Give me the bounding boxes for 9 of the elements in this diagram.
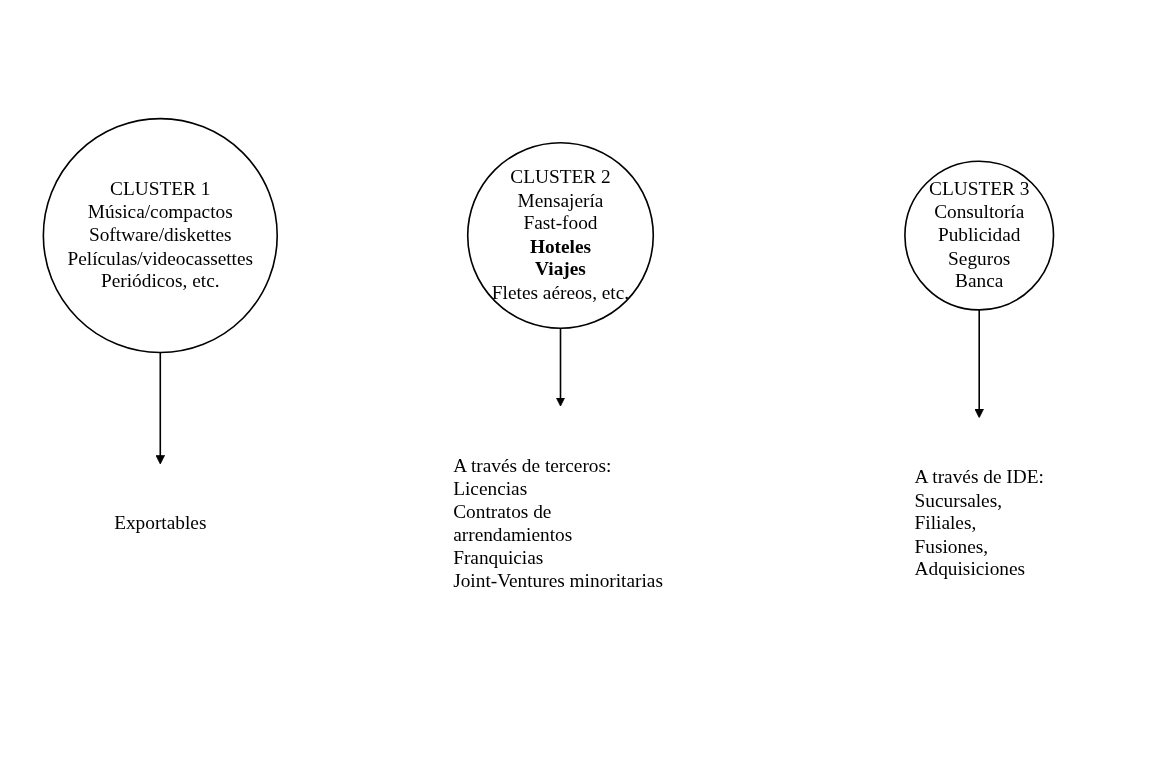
node-circle: CLUSTER 1 Música/compactos Software/diskettes Películas/videocassettes Periódicos, etc. <box>42 118 278 354</box>
arrow <box>974 309 984 419</box>
arrow <box>555 327 565 407</box>
node-text: A través de IDE: Sucursales, Filiales, Fusiones, Adquisiciones <box>914 466 1044 581</box>
node-text: A través de terceros: Licencias Contratos de arrendamientos Franquicias Joint-Ventures minoritarias <box>452 454 663 593</box>
node-circle: CLUSTER 3 Consultoría Publicidad Seguros Banca <box>903 160 1054 311</box>
node-circle: CLUSTER 2 Mensajería Fast-food Hoteles Viajes Fletes aéreos, etc. <box>466 142 654 330</box>
node-text: Exportables <box>113 512 206 535</box>
arrow <box>155 352 165 465</box>
